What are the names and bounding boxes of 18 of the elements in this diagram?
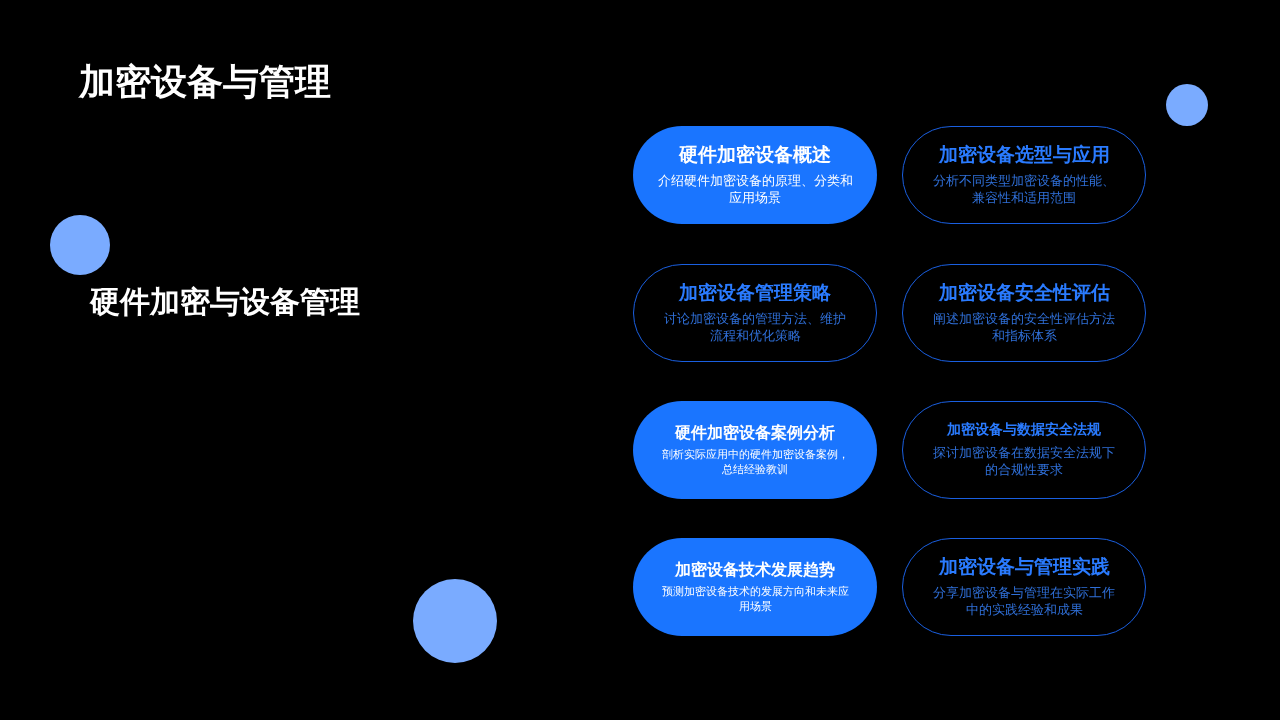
card-heading: 加密设备与数据安全法规 [947, 421, 1101, 438]
subtitle: 硬件加密与设备管理 [90, 284, 360, 320]
card-description: 探讨加密设备在数据安全法规下的合规性要求 [932, 443, 1116, 479]
card-heading: 加密设备安全性评估 [938, 281, 1110, 304]
card-heading: 加密设备与管理实践 [938, 555, 1110, 578]
card-description: 分享加密设备与管理在实际工作中的实践经验和成果 [932, 583, 1116, 619]
card-description: 讨论加密设备的管理方法、维护流程和优化策略 [663, 309, 847, 345]
card-heading: 加密设备技术发展趋势 [675, 559, 835, 579]
card-description: 阐述加密设备的安全性评估方法和指标体系 [932, 309, 1116, 345]
card-description: 分析不同类型加密设备的性能、兼容性和适用范围 [932, 171, 1116, 207]
card-description: 介绍硬件加密设备的原理、分类和应用场景 [656, 171, 854, 207]
card-description: 剖析实际应用中的硬件加密设备案例，总结经验教训 [660, 447, 850, 478]
card-heading: 加密设备选型与应用 [938, 143, 1110, 166]
card-heading: 硬件加密设备案例分析 [675, 422, 835, 442]
card-heading: 硬件加密设备概述 [679, 143, 831, 166]
slide-title: 加密设备与管理 [79, 60, 331, 104]
card-description: 预测加密设备技术的发展方向和未来应用场景 [660, 584, 850, 615]
card-heading: 加密设备管理策略 [679, 281, 831, 304]
